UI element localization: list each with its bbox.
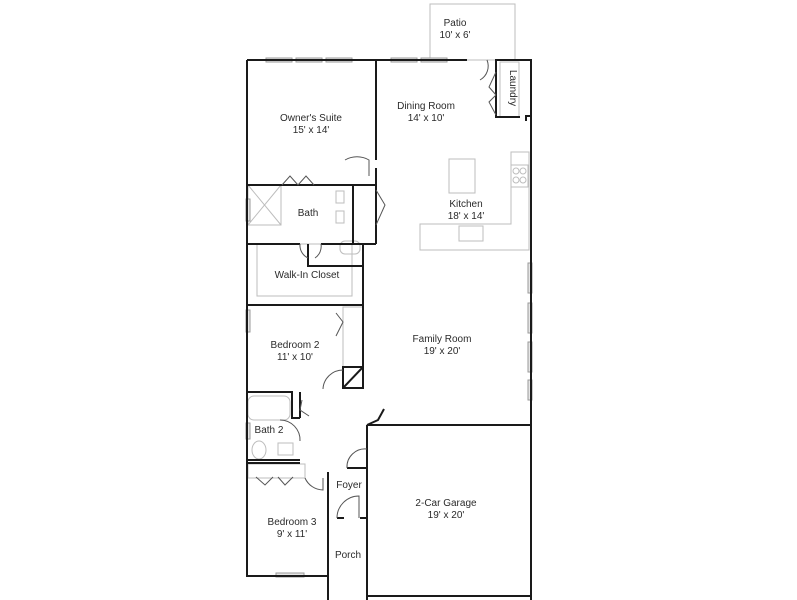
room-name: Kitchen: [449, 199, 483, 210]
room-size: 9' x 11': [276, 529, 308, 540]
room-name: Walk-In Closet: [274, 270, 340, 281]
room-name: Foyer: [336, 480, 362, 491]
room-size: 19' x 20': [427, 510, 465, 521]
room-name: Family Room: [412, 334, 472, 345]
room-label-bath-2: Bath 2: [255, 425, 284, 437]
room-size: 14' x 10': [407, 113, 445, 124]
room-size: 15' x 14': [292, 125, 330, 136]
room-label-bath: Bath: [298, 208, 319, 220]
room-name: Dining Room: [397, 101, 455, 112]
room-name: Bedroom 3: [267, 517, 317, 528]
kitchen-island: [448, 158, 476, 194]
room-name: 2-Car Garage: [415, 498, 477, 509]
room-label-laundry: Laundry: [506, 70, 518, 106]
exterior-wall: [246, 60, 329, 600]
room-size: 19' x 20': [423, 346, 461, 357]
room-label-porch: Porch: [335, 550, 361, 562]
room-size: 11' x 10': [277, 352, 313, 363]
room-name: Laundry: [507, 69, 518, 107]
room-name: Patio: [443, 18, 467, 29]
kitchen-sink: [458, 225, 484, 242]
cooktop: [510, 164, 529, 188]
room-label-foyer: Foyer: [336, 480, 362, 492]
room-name: Porch: [334, 550, 362, 561]
bathtub: [247, 395, 291, 421]
room-size: 10' x 6': [439, 30, 471, 41]
kitchen-counter: [419, 151, 530, 251]
room-name: Bedroom 2: [270, 340, 320, 351]
room-label-walk-in-closet: Walk-In Closet: [275, 270, 340, 282]
room-name: Bath 2: [254, 425, 284, 436]
room-name: Bath: [297, 208, 319, 219]
room-size: 18' x 14': [447, 211, 485, 222]
room-name: Owner's Suite: [280, 113, 342, 124]
patio-outline: [429, 3, 516, 61]
